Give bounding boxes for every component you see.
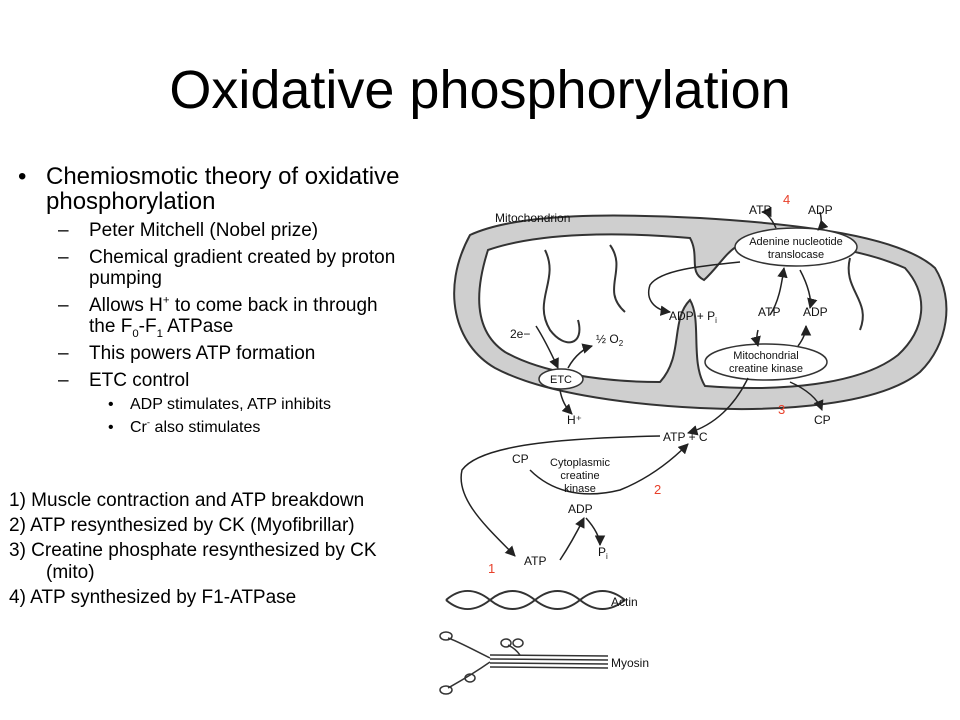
label-cp-left: CP xyxy=(512,452,529,466)
numbered-item-3: 3) Creatine phosphate resynthesized by C… xyxy=(9,540,377,583)
arrow xyxy=(799,269,818,310)
label-mitochondrion: Mitochondrion xyxy=(495,211,570,225)
arrow xyxy=(750,329,761,348)
arrow xyxy=(529,443,689,495)
arrow xyxy=(559,517,585,561)
arrow xyxy=(686,377,749,436)
sub-bullet-1: –Peter Mitchell (Nobel prize) xyxy=(58,220,319,241)
numbered-item-4: 4) ATP synthesized by F1-ATPase xyxy=(9,587,297,608)
cristae xyxy=(542,249,581,344)
label-cyto-ck-2: creatine xyxy=(560,470,599,482)
label-o2-subscript: 2 xyxy=(619,339,624,348)
myosin-filament xyxy=(439,631,609,695)
label-adp-pi: ADP + Pi xyxy=(669,309,717,325)
arrow xyxy=(559,389,573,415)
step-number-3: 3 xyxy=(778,402,786,417)
arrow xyxy=(567,343,594,369)
cristae xyxy=(609,244,626,313)
sub-bullet-text: ATPase xyxy=(162,316,234,337)
label-pi: Pi xyxy=(598,545,608,561)
sub-bullet-text: ETC control xyxy=(89,370,190,391)
label-adp-bottom: ADP xyxy=(568,502,593,516)
cristae xyxy=(847,257,864,331)
sub-bullet-3: –Allows H+ to come back in through the F… xyxy=(58,294,378,340)
label-atp-c: ATP + C xyxy=(663,430,708,444)
sub-bullet-2: –Chemical gradient created by proton pum… xyxy=(58,247,396,289)
label-translocase-1: Adenine nucleotide xyxy=(749,236,843,248)
superscript: - xyxy=(146,417,151,429)
sub-bullet-text: to come back in through the F xyxy=(89,295,378,337)
label-etc: ETC xyxy=(550,374,572,386)
step-number-1: 1 xyxy=(488,561,496,576)
arrow xyxy=(769,266,788,316)
mito-ck-ellipse xyxy=(704,343,828,381)
label-mito-ck-1: Mitochondrial xyxy=(733,350,798,362)
label-atp-inner: ATP xyxy=(758,305,780,319)
label-mito-ck-2: creatine kinase xyxy=(729,363,803,375)
energy-pathway-figure: Mitochondrion ATP ADP Adenine nucleotide… xyxy=(428,186,960,720)
numbered-item-2: 2) ATP resynthesized by CK (Myofibrillar… xyxy=(9,515,355,536)
label-pi-text: P xyxy=(598,545,606,559)
subsub-bullet-text: Cr xyxy=(130,419,147,436)
label-adp-inner: ADP xyxy=(803,305,828,319)
label-cp-right: CP xyxy=(814,413,831,427)
subsub-bullet-text: also stimulates xyxy=(150,419,261,436)
sub-bullet-text: Peter Mitchell (Nobel prize) xyxy=(89,220,319,241)
pathway-diagram: Mitochondrion ATP ADP Adenine nucleotide… xyxy=(439,203,948,695)
bullet-main-text: Chemiosmotic theory of oxidative phospho… xyxy=(46,163,400,215)
numbered-item-1: 1) Muscle contraction and ATP breakdown xyxy=(9,490,365,511)
actin-filament xyxy=(445,590,626,610)
subsub-bullet-text: ADP stimulates, ATP inhibits xyxy=(130,396,331,413)
label-h-plus: H⁺ xyxy=(567,413,582,427)
label-o2: ½ O2 xyxy=(596,332,624,348)
arrow xyxy=(460,435,661,557)
subscript: 1 xyxy=(156,327,163,340)
numbered-list: 1) Muscle contraction and ATP breakdown … xyxy=(9,490,399,612)
label-adp-top: ADP xyxy=(808,203,833,217)
arrow xyxy=(585,517,606,547)
etc-ellipse xyxy=(538,368,584,390)
sub-bullet-text: -F xyxy=(138,316,157,337)
label-atp-top: ATP xyxy=(749,203,771,217)
step-number-2: 2 xyxy=(654,482,662,497)
translocase-ellipse xyxy=(734,227,858,267)
label-cyto-ck-3: kinase xyxy=(564,483,596,495)
slide-title: Oxidative phosphorylation xyxy=(169,60,791,120)
arrow xyxy=(797,324,812,347)
arrow xyxy=(648,261,741,316)
arrow xyxy=(535,325,559,369)
arrow xyxy=(789,381,824,411)
label-o2-text: ½ O xyxy=(596,332,619,346)
label-pi-subscript: i xyxy=(715,316,717,325)
label-myosin: Myosin xyxy=(611,656,649,670)
step-number-4: 4 xyxy=(783,192,791,207)
sub-bullet-4: –This powers ATP formation xyxy=(58,343,316,364)
arrow xyxy=(760,206,777,229)
subsub-bullet-2: •Cr- also stimulates xyxy=(108,417,261,436)
sub-bullet-text: Chemical gradient created by proton pump… xyxy=(89,247,396,289)
label-adp-pi-text: ADP + P xyxy=(669,309,715,323)
subsub-bullet-1: •ADP stimulates, ATP inhibits xyxy=(108,396,331,413)
label-cyto-ck-1: Cytoplasmic xyxy=(550,457,610,469)
label-actin: Actin xyxy=(611,595,638,609)
bullet-dot: • xyxy=(18,163,27,190)
superscript: + xyxy=(162,294,170,307)
label-pi-subscript: i xyxy=(606,552,608,561)
sub-bullet-text: Allows H xyxy=(89,295,163,316)
sub-bullet-5: –ETC control xyxy=(58,370,190,391)
sub-bullet-text: This powers ATP formation xyxy=(89,343,316,364)
bullet-main: • Chemiosmotic theory of oxidative phosp… xyxy=(18,164,408,214)
label-translocase-2: translocase xyxy=(768,249,824,261)
subscript: 0 xyxy=(132,327,139,340)
bullet-list: • Chemiosmotic theory of oxidative phosp… xyxy=(18,164,408,437)
label-2e: 2e− xyxy=(510,327,530,341)
arrow xyxy=(817,211,829,231)
label-atp-bottom: ATP xyxy=(524,554,546,568)
